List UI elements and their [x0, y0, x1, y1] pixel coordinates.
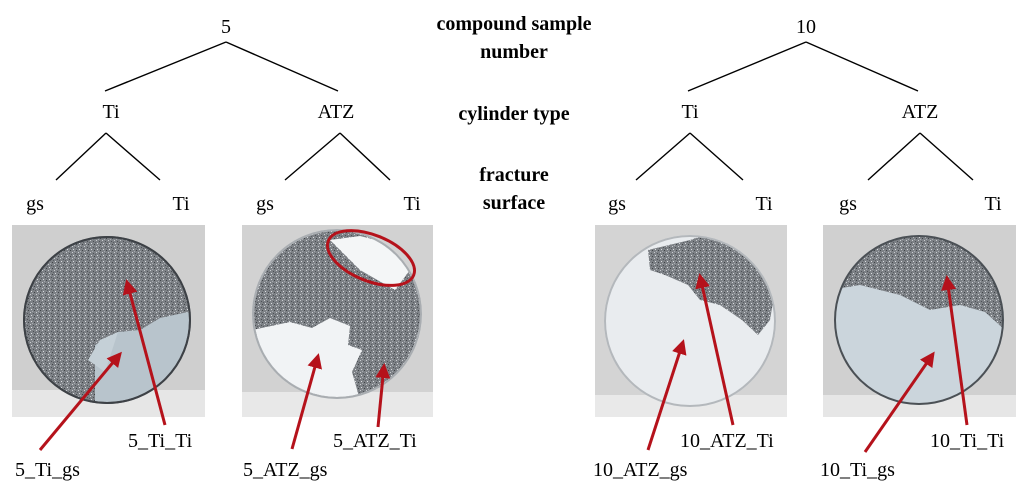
header-compound-sample: compound sample [436, 13, 591, 35]
sample-photo-5-atz [242, 225, 433, 417]
label-5-atz-gs: 5_ATZ_gs [243, 459, 328, 481]
sample-photo-10-ti [823, 225, 1016, 417]
leaf-label-ti: Ti [172, 193, 190, 215]
label-10-atz-gs: 10_ATZ_gs [593, 459, 688, 481]
header-fracture: fracture [479, 164, 549, 186]
level-headers: compound sample number cylinder type fra… [436, 13, 591, 214]
tree-5: 5 Ti ATZ gs Ti gs Ti [26, 16, 421, 215]
leaf-label-gs: gs [839, 193, 857, 215]
arrow-5-atz-gs [290, 353, 322, 450]
leaf-label-gs: gs [26, 193, 44, 215]
header-cylinder-type: cylinder type [458, 103, 569, 125]
label-5-ti-ti: 5_Ti_Ti [128, 430, 193, 452]
header-number: number [480, 41, 548, 63]
label-5-ti-gs: 5_Ti_gs [15, 459, 80, 481]
arrow-10-ti-gs [863, 351, 935, 453]
arrow-10-atz-gs [646, 339, 687, 451]
sample-photo-5-ti [12, 225, 205, 417]
arrow-5-ti-ti [122, 279, 167, 426]
arrow-5-atz-ti [375, 363, 391, 428]
sample-photo-10-atz [595, 225, 787, 417]
arrow-5-ti-gs [38, 351, 122, 451]
tree-10: 10 Ti ATZ gs Ti gs Ti [608, 16, 1002, 215]
leaf-label-ti: Ti [984, 193, 1002, 215]
branch-label-atz: ATZ [902, 101, 939, 123]
label-10-ti-gs: 10_Ti_gs [820, 459, 895, 481]
label-10-atz-ti: 10_ATZ_Ti [680, 430, 774, 452]
leaf-label-gs: gs [256, 193, 274, 215]
leaf-label-gs: gs [608, 193, 626, 215]
header-surface: surface [483, 192, 545, 214]
arrow-10-atz-ti [695, 273, 735, 426]
label-5-atz-ti: 5_ATZ_Ti [333, 430, 417, 452]
tree-root-label: 5 [221, 16, 231, 38]
leaf-label-ti: Ti [755, 193, 773, 215]
leaf-label-ti: Ti [403, 193, 421, 215]
tree-root-label: 10 [796, 16, 816, 38]
branch-label-atz: ATZ [318, 101, 355, 123]
sample-labels: 5_Ti_gs 5_Ti_Ti 5_ATZ_gs 5_ATZ_Ti 10_ATZ… [15, 430, 1005, 481]
branch-label-ti: Ti [681, 101, 699, 123]
branch-label-ti: Ti [102, 101, 120, 123]
annotation-arrows [38, 273, 969, 453]
arrow-10-ti-ti [941, 275, 969, 426]
label-10-ti-ti: 10_Ti_Ti [930, 430, 1005, 452]
highlight-ellipse [325, 229, 417, 287]
